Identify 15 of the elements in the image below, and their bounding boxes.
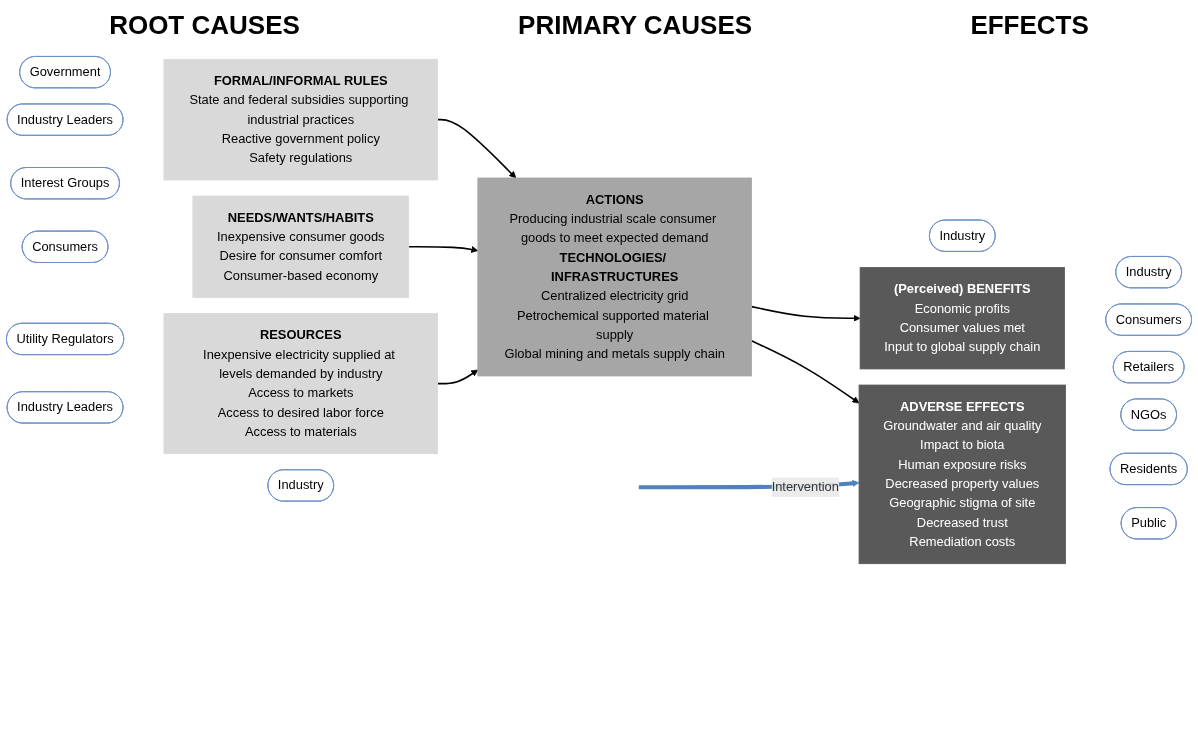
node-box: (Perceived) BENEFITS Economic profits Consumer values met Input to global supply chain xyxy=(859,267,1065,370)
edge-label: Intervention xyxy=(771,480,839,494)
column-heading: EFFECTS xyxy=(970,9,1089,41)
node-box: ACTIONS Producing industrial scale consumer goods to meet expected demand TECHNOLOGIES/ INFRASTRUCTURES Centralized electricity grid Petrochemical supported material supply Global mining and metals supply chain xyxy=(477,177,752,377)
column-heading: ROOT CAUSES xyxy=(109,9,300,41)
arrow xyxy=(436,369,479,385)
arrow xyxy=(407,245,479,253)
arrow xyxy=(750,340,860,404)
column-heading: PRIMARY CAUSES xyxy=(518,9,753,41)
arrow xyxy=(750,305,861,322)
node-box: RESOURCES Inexpensive electricity supplied at levels demanded by industry Access to markets Access to desired labor force Access to materials xyxy=(163,313,438,455)
node-box: FORMAL/INFORMAL RULES State and federal subsidies supporting industrial practices Reactive government policy Safety regulations xyxy=(163,58,438,181)
node-box: NEEDS/WANTS/HABITS Inexpensive consumer goods Desire for consumer comfort Consumer-based economy xyxy=(192,195,410,298)
node-box: ADVERSE EFFECTS Groundwater and air quality Impact to biota Human exposure risks Decreased property values Geographic stigma of site Decreased trust Remediation costs xyxy=(858,384,1066,565)
arrow xyxy=(436,118,517,179)
